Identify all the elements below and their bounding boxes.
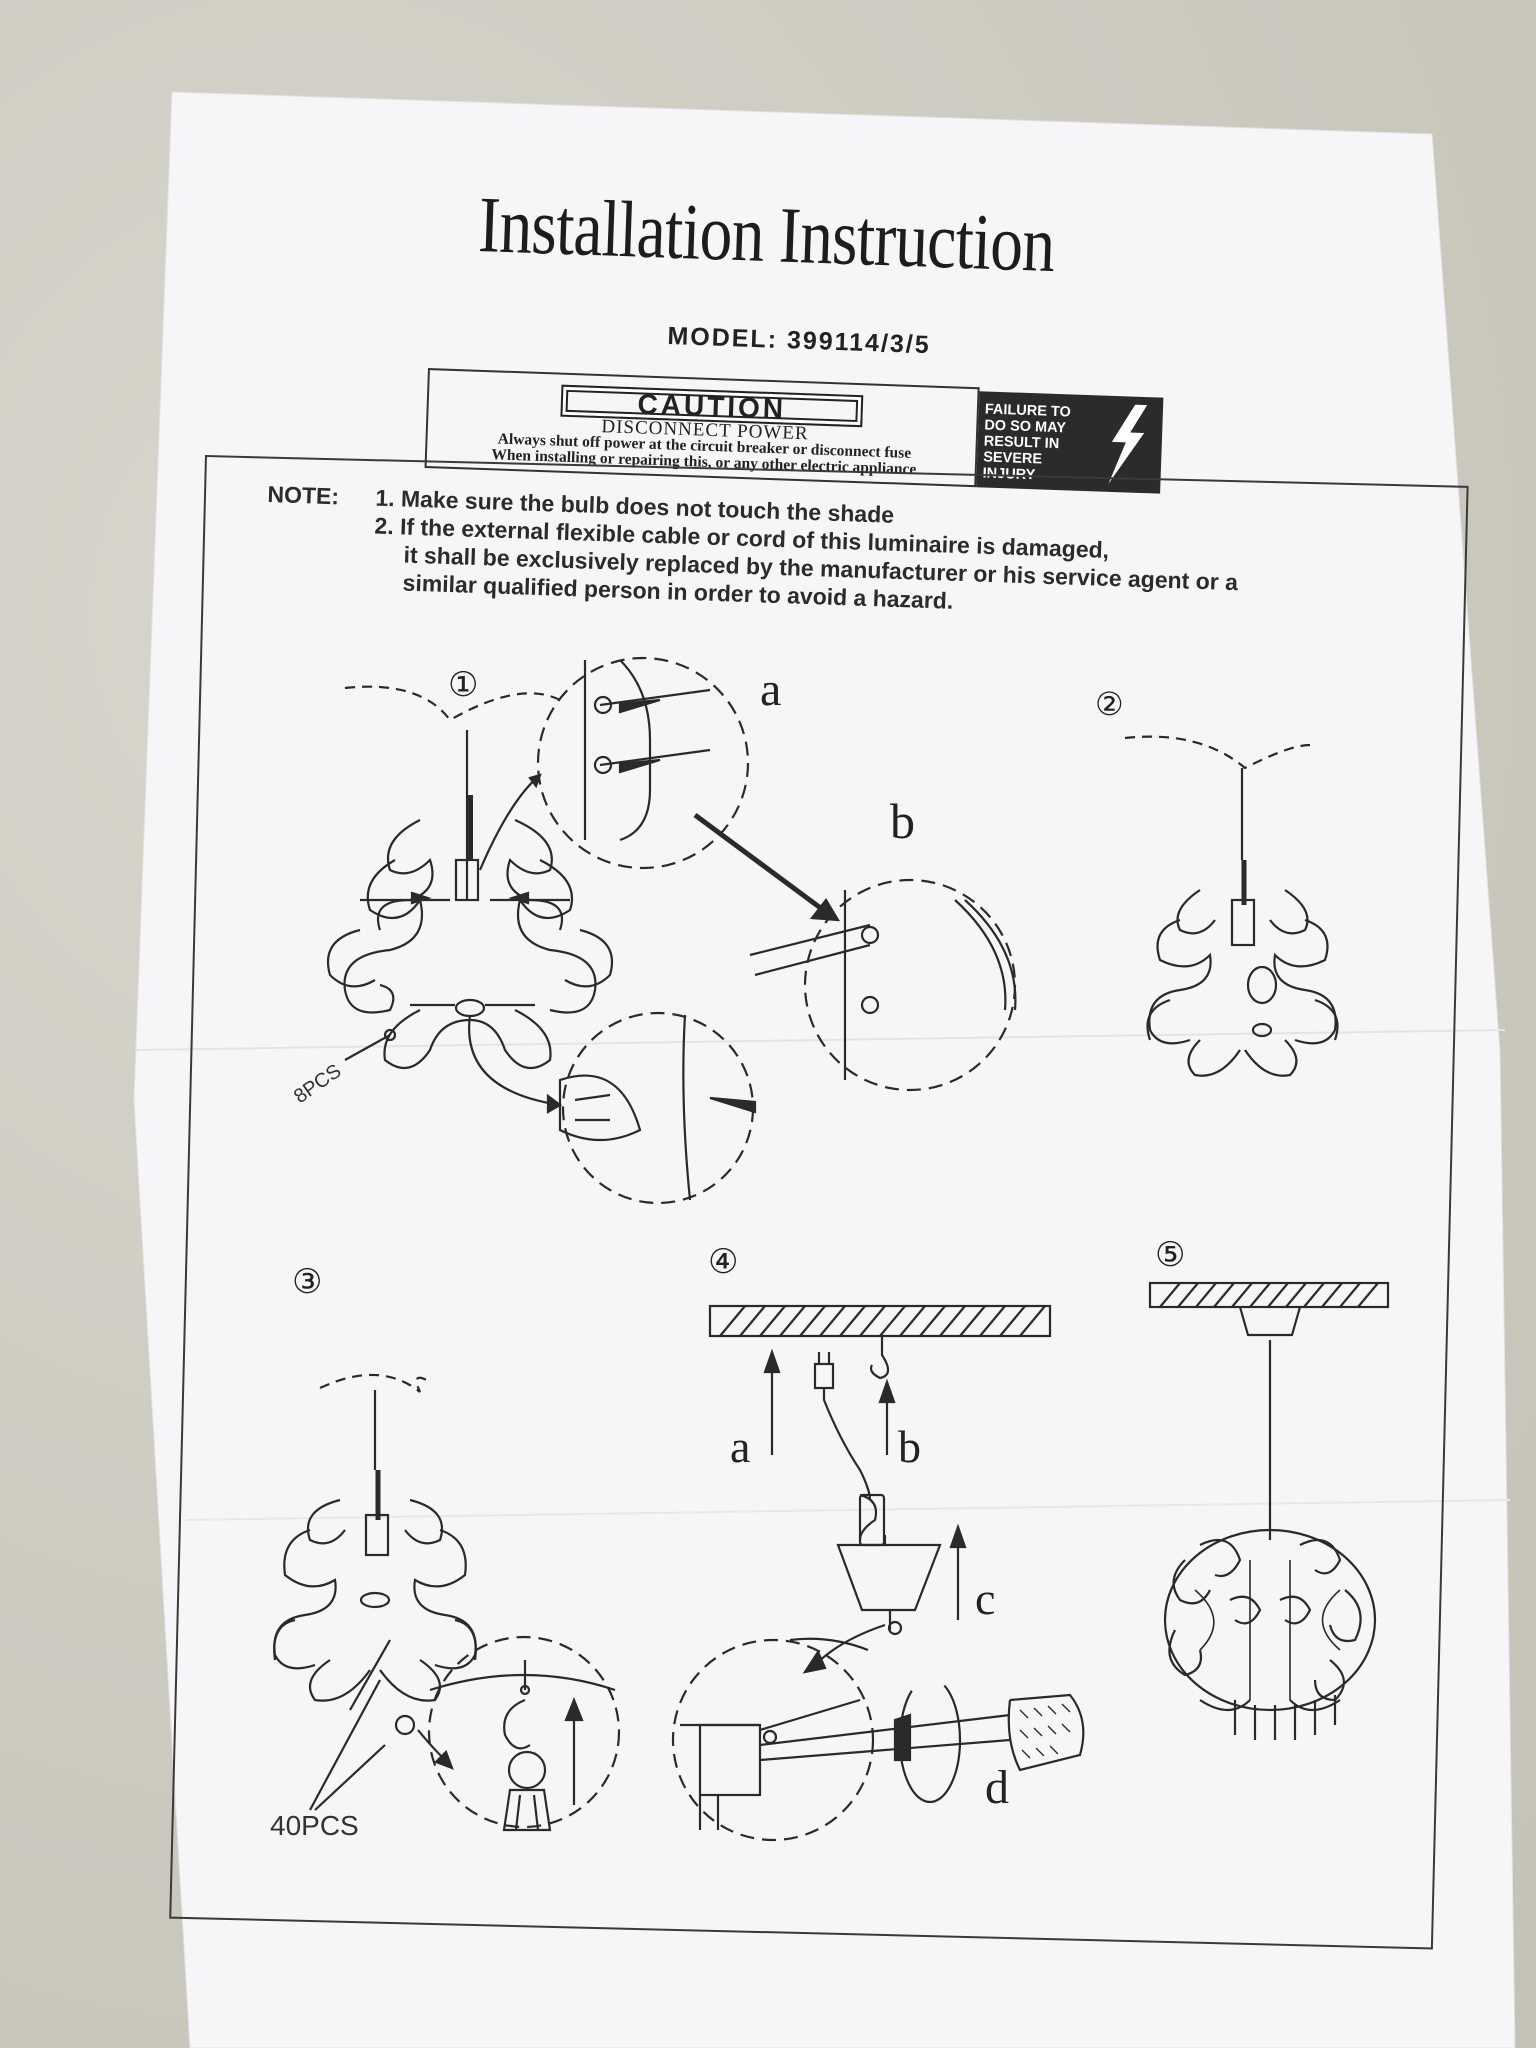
parts-count-40pcs: 40PCS — [270, 1810, 359, 1841]
step-3-diagram — [273, 1373, 621, 1832]
failure-warning-block: FAILURE TO DO SO MAY RESULT IN SEVERE IN… — [976, 391, 1164, 494]
step-3-number: ③ — [292, 1264, 323, 1301]
step-4-label-c: c — [975, 1573, 996, 1624]
step-1-diagram — [326, 656, 1017, 1205]
step-4-diagram — [671, 1304, 1085, 1842]
step-4-label-a: a — [730, 1421, 751, 1472]
step-5-number: ⑤ — [1155, 1237, 1186, 1274]
step-4-number: ④ — [708, 1244, 739, 1281]
detail-label-a: a — [760, 663, 782, 716]
step-4-label-d: d — [985, 1761, 1009, 1814]
detail-label-b: b — [890, 793, 915, 849]
step-4-label-b: b — [898, 1421, 921, 1472]
step-2-number: ② — [1095, 686, 1124, 722]
step-2-diagram — [1124, 735, 1339, 1077]
caution-box: CAUTION DISCONNECT POWER Always shut off… — [424, 368, 1167, 500]
step-5-diagram — [1148, 1281, 1390, 1740]
lightning-bolt-icon — [1108, 404, 1148, 484]
step-1-number: ① — [448, 667, 479, 704]
